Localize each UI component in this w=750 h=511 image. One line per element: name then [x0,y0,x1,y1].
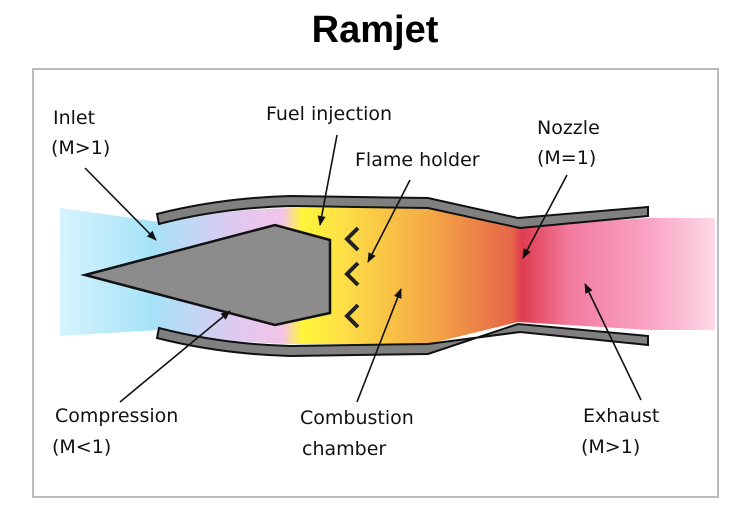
label-chamber: chamber [302,438,386,460]
label-flame-holder: Flame holder [355,149,480,171]
label-exhaust-mach: (M>1) [581,436,640,458]
upper-casing [155,194,649,230]
label-combustion: Combustion [300,407,414,429]
lower-casing [155,322,649,358]
label-inlet: Inlet [53,107,95,129]
label-exhaust: Exhaust [583,405,659,427]
label-nozzle-mach: (M=1) [537,147,596,169]
label-compression-mach: (M<1) [52,436,111,458]
diagram-title: Ramjet [312,9,439,51]
label-inlet-mach: (M>1) [51,137,110,159]
pointer-arrows [84,134,642,403]
label-compression: Compression [55,405,178,427]
label-fuel-injection: Fuel injection [266,103,392,125]
center-body [80,223,332,327]
label-nozzle: Nozzle [537,117,600,139]
flame-holder-chevrons [344,226,360,329]
